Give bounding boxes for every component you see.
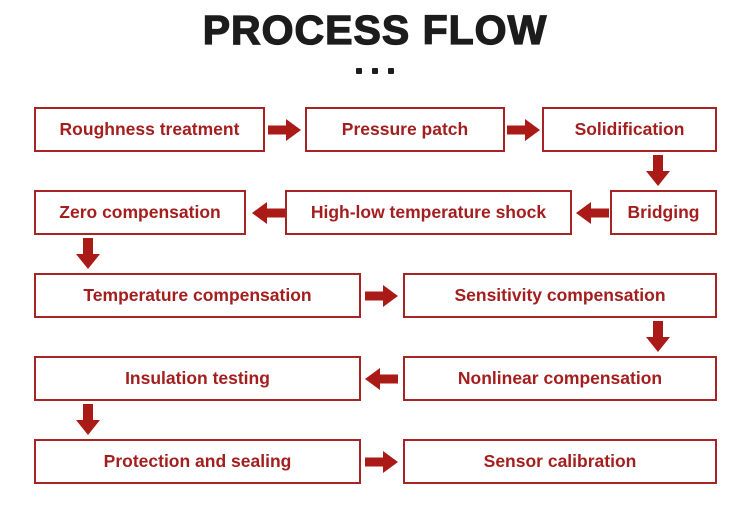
arrow-down-icon xyxy=(76,404,100,435)
flow-node-solidification: Solidification xyxy=(542,107,717,152)
flow-node-nonlinear-compensation: Nonlinear compensation xyxy=(403,356,717,401)
dot-icon xyxy=(388,68,394,74)
page-title: PROCESS FLOW xyxy=(202,7,548,53)
arrow-down-icon xyxy=(646,321,670,352)
flow-node-roughness-treatment: Roughness treatment xyxy=(34,107,265,152)
title-dots xyxy=(0,68,750,74)
flow-node-insulation-testing: Insulation testing xyxy=(34,356,361,401)
dot-icon xyxy=(372,68,378,74)
flow-node-high-low-temperature-shock: High-low temperature shock xyxy=(285,190,572,235)
arrow-right-icon xyxy=(268,119,301,141)
flow-node-bridging: Bridging xyxy=(610,190,717,235)
arrow-left-icon xyxy=(576,202,609,224)
arrow-down-icon xyxy=(646,155,670,186)
arrow-left-icon xyxy=(365,368,398,390)
flow-node-sensitivity-compensation: Sensitivity compensation xyxy=(403,273,717,318)
arrow-left-icon xyxy=(252,202,285,224)
arrow-right-icon xyxy=(365,285,398,307)
arrow-right-icon xyxy=(365,451,398,473)
flow-node-protection-and-sealing: Protection and sealing xyxy=(34,439,361,484)
flow-node-pressure-patch: Pressure patch xyxy=(305,107,505,152)
flow-node-temperature-compensation: Temperature compensation xyxy=(34,273,361,318)
flow-node-zero-compensation: Zero compensation xyxy=(34,190,246,235)
arrow-right-icon xyxy=(507,119,540,141)
dot-icon xyxy=(356,68,362,74)
arrow-down-icon xyxy=(76,238,100,269)
flow-node-sensor-calibration: Sensor calibration xyxy=(403,439,717,484)
